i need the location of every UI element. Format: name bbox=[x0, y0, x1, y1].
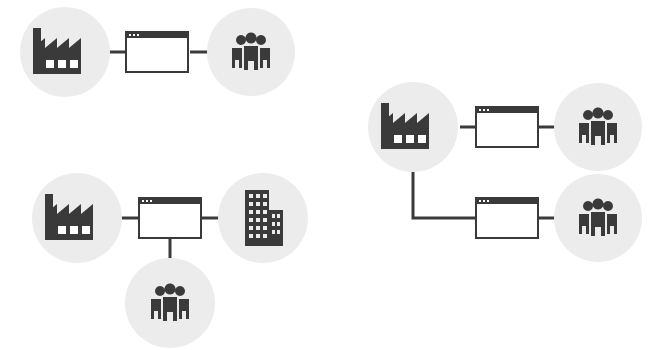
browser-window-icon bbox=[475, 106, 539, 148]
browser-window-icon bbox=[138, 197, 202, 239]
group-bottom-left bbox=[32, 173, 308, 348]
browser-window-icon bbox=[125, 31, 189, 73]
factory-node bbox=[368, 82, 458, 172]
browser-window-icon bbox=[475, 197, 539, 239]
people-node bbox=[554, 174, 642, 262]
factory-node bbox=[20, 7, 110, 97]
factory-node bbox=[32, 173, 122, 263]
connector-line bbox=[411, 172, 475, 220]
people-node bbox=[207, 8, 295, 96]
group-top-left bbox=[20, 7, 295, 97]
people-node bbox=[554, 83, 642, 171]
group-right bbox=[368, 82, 642, 262]
people-node bbox=[125, 258, 215, 348]
building-node bbox=[218, 173, 308, 263]
